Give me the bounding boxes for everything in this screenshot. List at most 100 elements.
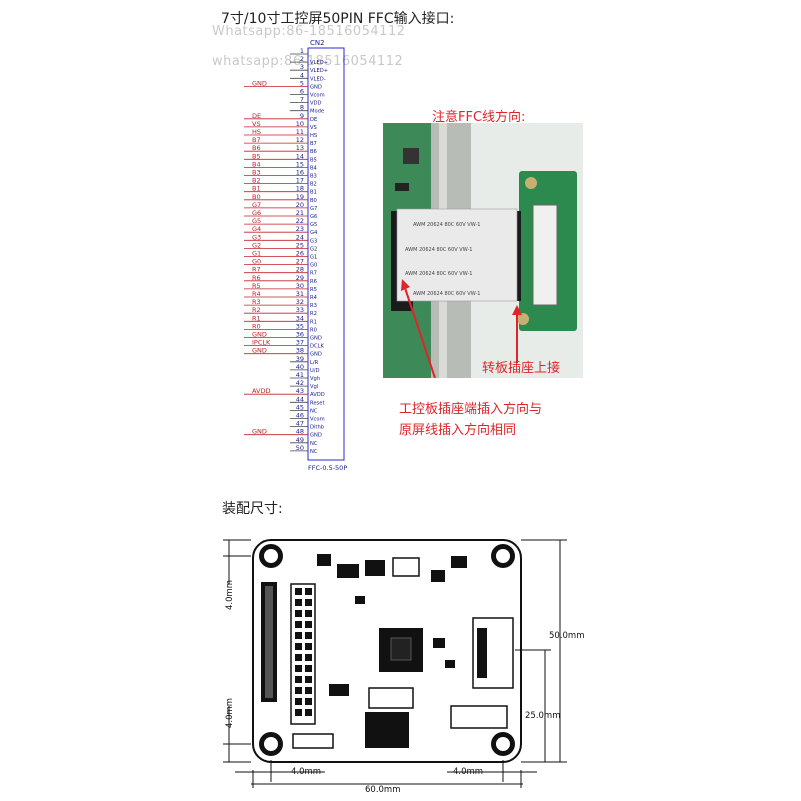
pin-net-label: HS (252, 128, 261, 136)
pin-signal: NC (310, 408, 318, 414)
header-pin (295, 588, 302, 595)
header-pin (305, 676, 312, 683)
passive (355, 596, 365, 604)
adapter-note: 转板插座上接 (482, 361, 561, 376)
header-pin (305, 632, 312, 639)
header-pin (295, 643, 302, 650)
pin-net-label: R5 (252, 282, 261, 290)
pin-net-label: G0 (252, 258, 261, 266)
pin-signal: B3 (310, 174, 317, 180)
header-pin (295, 599, 302, 606)
pin-signal: G6 (310, 214, 317, 220)
header-pin (295, 709, 302, 716)
passive (433, 638, 445, 648)
pin-signal: DCLK (310, 344, 325, 350)
header-pin (295, 610, 302, 617)
pin-net-label: R7 (252, 266, 261, 274)
ffc-cable (396, 208, 518, 302)
pin-number: 17 (296, 177, 304, 185)
pin-signal: B7 (310, 141, 317, 147)
pin-signal: Mode (310, 109, 324, 115)
pin-number: 35 (296, 322, 304, 330)
pin-net-label: GND (252, 428, 267, 436)
pin-number: 4 (300, 71, 304, 79)
header-pin (295, 621, 302, 628)
mount-hole (517, 313, 529, 325)
pin-signal: G4 (310, 230, 318, 236)
pin-signal: G5 (310, 222, 317, 228)
pin-net-label: R6 (252, 274, 261, 282)
ffc-connector-slot (265, 586, 273, 698)
header-pin (305, 610, 312, 617)
pin-header (290, 583, 316, 725)
inductor (403, 148, 419, 164)
pin-net-label: IPCLK (252, 339, 271, 347)
chip (337, 564, 359, 578)
pin-net-label: R0 (252, 322, 261, 330)
pin-number: 7 (300, 96, 304, 104)
cable-print: AWM 20624 80C 60V VW-1 (413, 291, 480, 297)
pin-number: 34 (296, 314, 304, 322)
pin-net-label: G3 (252, 233, 261, 241)
pin-number: 16 (296, 169, 304, 177)
watermark: whatsapp:86-18516054112 (212, 54, 404, 69)
chip (451, 556, 467, 568)
pin-net-label: G5 (252, 217, 261, 225)
header-pin (295, 698, 302, 705)
pin-net-label: G1 (252, 250, 261, 258)
dim-left-top: 4.0mm (225, 580, 235, 610)
pin-signal: GND (310, 352, 322, 358)
pin-number: 41 (296, 371, 304, 379)
pin-number: 25 (296, 241, 304, 249)
ffc-photo-drawing: AWM 20624 80C 60V VW-1 AWM 20624 80C 60V… (383, 123, 583, 378)
pin-number: 50 (296, 444, 304, 452)
pin-net-label: B5 (252, 152, 261, 160)
pin-number: 14 (296, 152, 304, 160)
pin-number: 31 (296, 290, 304, 298)
pin-signal: R3 (310, 303, 317, 309)
mount-hole-inner (496, 737, 510, 751)
ffc-photo: AWM 20624 80C 60V VW-1 AWM 20624 80C 60V… (383, 123, 583, 378)
pin-number: 46 (296, 412, 304, 420)
cable-print: AWM 20624 80C 60V VW-1 (405, 247, 472, 253)
pin-net-label: R1 (252, 314, 261, 322)
pin-net-label: G7 (252, 201, 261, 209)
passive (445, 660, 455, 668)
chip (431, 570, 445, 582)
pin-signal: B5 (310, 157, 317, 163)
pin-signal: R4 (310, 295, 318, 301)
pin-number: 36 (296, 331, 304, 339)
regulator (368, 687, 414, 709)
mount-hole (525, 177, 537, 189)
ic-chip (395, 183, 409, 191)
dim-bottom-total: 60.0mm (365, 785, 401, 795)
insert-note-line2: 原屏线插入方向相同 (399, 423, 517, 438)
pin-signal: VLED+ (310, 60, 328, 66)
header-pin (305, 654, 312, 661)
pin-signal: R6 (310, 279, 317, 285)
pin-header (532, 204, 558, 306)
pin-net-label: GND (252, 79, 267, 87)
pin-number: 9 (300, 112, 304, 120)
pin-signal: HS (310, 133, 317, 139)
connector-part: FFC-0.5-50P (308, 464, 347, 472)
pin-net-label: B2 (252, 177, 261, 185)
chip (365, 560, 385, 576)
dim-right-sub: 25.0mm (525, 711, 561, 721)
pin-number: 15 (296, 160, 304, 168)
pin-signal: AVDD (310, 392, 325, 398)
header-pin (305, 698, 312, 705)
pin-number: 39 (296, 355, 304, 363)
header-pin (295, 654, 302, 661)
chip (317, 554, 331, 566)
pin-number: 2 (300, 55, 304, 63)
pin-signal: GND (310, 433, 322, 439)
inductor (365, 712, 409, 748)
pin-net-label: B4 (252, 160, 261, 168)
header-pin (305, 599, 312, 606)
pin-net-label: R3 (252, 298, 261, 306)
ffc-direction-note: 注意FFC线方向: (432, 110, 526, 125)
pin-number: 30 (296, 282, 304, 290)
pin-net-label: GND (252, 347, 267, 355)
